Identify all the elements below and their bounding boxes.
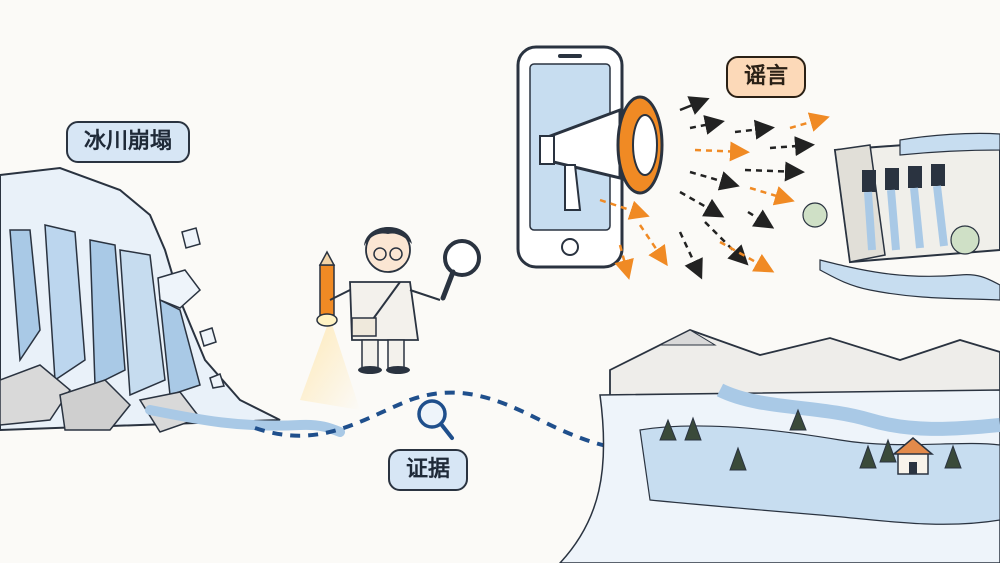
magnifying-glass-icon bbox=[417, 399, 454, 440]
house-icon bbox=[891, 437, 935, 475]
glacier-collapse-label: 冰川崩塌 bbox=[66, 121, 191, 163]
flashlight-beam bbox=[300, 318, 360, 410]
pencil-flashlight bbox=[316, 250, 338, 327]
evidence-label: 证据 bbox=[388, 449, 469, 491]
flooded-valley-illustration bbox=[558, 329, 1000, 563]
rumor-label: 谣言 bbox=[726, 56, 807, 98]
megaphone-icon bbox=[539, 95, 664, 211]
hand-magnifying-glass-icon bbox=[440, 239, 481, 301]
rumor-arrows bbox=[599, 96, 830, 280]
dam-illustration bbox=[802, 132, 1000, 301]
child-detective bbox=[300, 226, 481, 410]
glacier-illustration bbox=[0, 166, 345, 437]
evidence-path bbox=[254, 390, 652, 470]
